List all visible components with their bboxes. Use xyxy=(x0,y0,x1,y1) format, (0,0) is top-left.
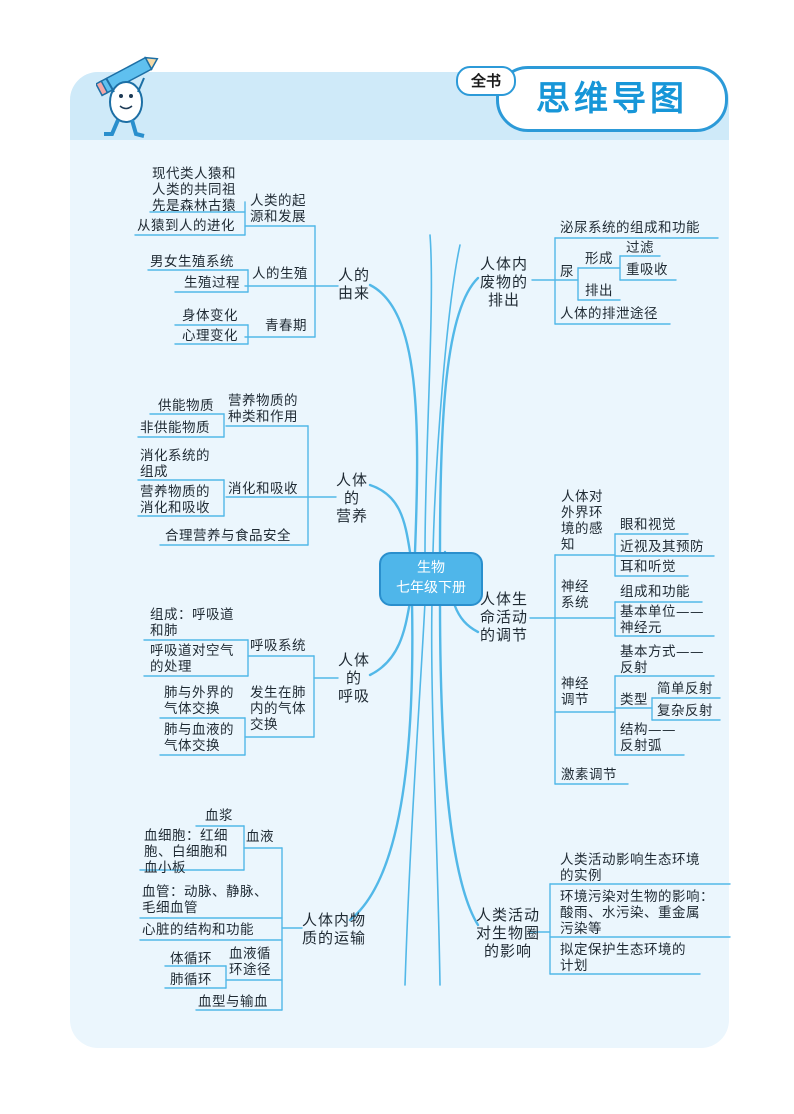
regulation-node-nervous-system: 神经 系统 xyxy=(561,579,589,611)
transport-node-blood-type: 血型与输血 xyxy=(198,994,268,1010)
respiration-node-gas-exchange: 发生在肺 内的气体 交换 xyxy=(250,685,306,733)
branch-origin-title: 人的 由来 xyxy=(338,266,371,302)
transport-node-circulation: 血液循 环途径 xyxy=(229,946,271,978)
pencil-mascot-icon xyxy=(96,56,159,138)
central-topic-subject: 生物 xyxy=(417,560,445,576)
branch-transport-title: 人体内物 质的运输 xyxy=(302,911,367,947)
branch-nutrition-title: 人体 的 营养 xyxy=(336,471,369,525)
header-title: 思维导图 xyxy=(496,66,728,132)
origin-node-puberty: 青春期 xyxy=(265,318,307,334)
origin-leaf-ape-to-human: 从猿到人的进化 xyxy=(137,218,235,234)
header-badge: 全书 xyxy=(456,66,516,96)
ecology-node-protection-plan: 拟定保护生态环境的 计划 xyxy=(560,942,686,974)
respiration-leaf-lung-outside: 肺与外界的 气体交换 xyxy=(164,685,234,717)
nutrition-leaf-non-energy: 非供能物质 xyxy=(140,420,210,436)
excretion-node-urine: 尿 xyxy=(560,264,574,280)
origin-leaf-reproduction-process: 生殖过程 xyxy=(184,275,240,291)
respiration-node-system: 呼吸系统 xyxy=(250,638,306,654)
excretion-leaf-filtration: 过滤 xyxy=(626,240,654,256)
nutrition-leaf-digestive-system: 消化系统的 组成 xyxy=(140,448,210,480)
transport-leaf-pulmonary: 肺循环 xyxy=(170,972,212,988)
respiration-leaf-composition: 组成：呼吸道 和肺 xyxy=(150,607,234,639)
regulation-leaf-ear: 耳和听觉 xyxy=(620,559,676,575)
branch-ecology-title: 人类活动 对生物圈 的影响 xyxy=(476,906,541,960)
nutrition-leaf-food-safety: 合理营养与食品安全 xyxy=(165,528,291,544)
respiration-leaf-air-processing: 呼吸道对空气 的处理 xyxy=(150,643,234,675)
nutrition-node-digestion: 消化和吸收 xyxy=(228,481,298,497)
regulation-leaf-myopia: 近视及其预防 xyxy=(620,539,704,555)
regulation-leaf-simple-reflex: 简单反射 xyxy=(657,681,713,697)
central-topic-grade: 七年级下册 xyxy=(396,580,466,596)
origin-node-reproduction: 人的生殖 xyxy=(252,266,308,282)
transport-node-vessels: 血管：动脉、静脉、 毛细血管 xyxy=(142,884,268,916)
regulation-leaf-reflex-arc: 结构—— 反射弧 xyxy=(620,722,676,754)
origin-leaf-common-ancestor: 现代类人猿和 人类的共同祖 先是森林古猿 xyxy=(152,166,236,214)
transport-leaf-plasma: 血浆 xyxy=(205,808,233,824)
regulation-leaf-eye: 眼和视觉 xyxy=(620,517,676,533)
branch-respiration-title: 人体 的 呼吸 xyxy=(338,651,371,705)
central-topic: 生物 七年级下册 xyxy=(379,552,483,606)
regulation-leaf-composition: 组成和功能 xyxy=(620,584,690,600)
nutrition-leaf-energy: 供能物质 xyxy=(158,398,214,414)
excretion-leaf-reabsorption: 重吸收 xyxy=(626,262,668,278)
excretion-node-pathways: 人体的排泄途径 xyxy=(560,306,658,322)
branch-regulation-title: 人体生 命活动 的调节 xyxy=(480,590,529,644)
regulation-leaf-complex-reflex: 复杂反射 xyxy=(657,703,713,719)
regulation-node-neural-regulation: 神经 调节 xyxy=(561,676,589,708)
origin-node-evolution: 人类的起 源和发展 xyxy=(250,193,306,225)
branch-excretion-title: 人体内 废物的 排出 xyxy=(480,255,529,309)
ecology-node-examples: 人类活动影响生态环境 的实例 xyxy=(560,852,700,884)
transport-node-heart: 心脏的结构和功能 xyxy=(142,922,254,938)
origin-leaf-body-change: 身体变化 xyxy=(182,308,238,324)
transport-leaf-systemic: 体循环 xyxy=(170,951,212,967)
transport-leaf-blood-cells: 血细胞：红细 胞、白细胞和 血小板 xyxy=(144,828,228,876)
regulation-node-reflex-type: 类型 xyxy=(620,692,648,708)
transport-node-blood: 血液 xyxy=(246,829,274,845)
respiration-leaf-lung-blood: 肺与血液的 气体交换 xyxy=(164,722,234,754)
origin-leaf-mind-change: 心理变化 xyxy=(182,328,238,344)
ecology-node-pollution: 环境污染对生物的影响： 酸雨、水污染、重金属 污染等 xyxy=(560,889,714,937)
regulation-leaf-neuron: 基本单位—— 神经元 xyxy=(620,604,704,636)
excretion-node-urinary-system: 泌尿系统的组成和功能 xyxy=(560,220,700,236)
regulation-leaf-reflex: 基本方式—— 反射 xyxy=(620,644,704,676)
regulation-node-perception: 人体对 外界环 境的感 知 xyxy=(561,489,603,553)
nutrition-leaf-absorption: 营养物质的 消化和吸收 xyxy=(140,484,210,516)
origin-leaf-reproductive-system: 男女生殖系统 xyxy=(150,254,234,270)
excretion-node-formation: 形成 xyxy=(585,251,613,267)
nutrition-node-types: 营养物质的 种类和作用 xyxy=(228,393,298,425)
regulation-node-hormone: 激素调节 xyxy=(561,767,617,783)
excretion-node-discharge: 排出 xyxy=(585,283,613,299)
